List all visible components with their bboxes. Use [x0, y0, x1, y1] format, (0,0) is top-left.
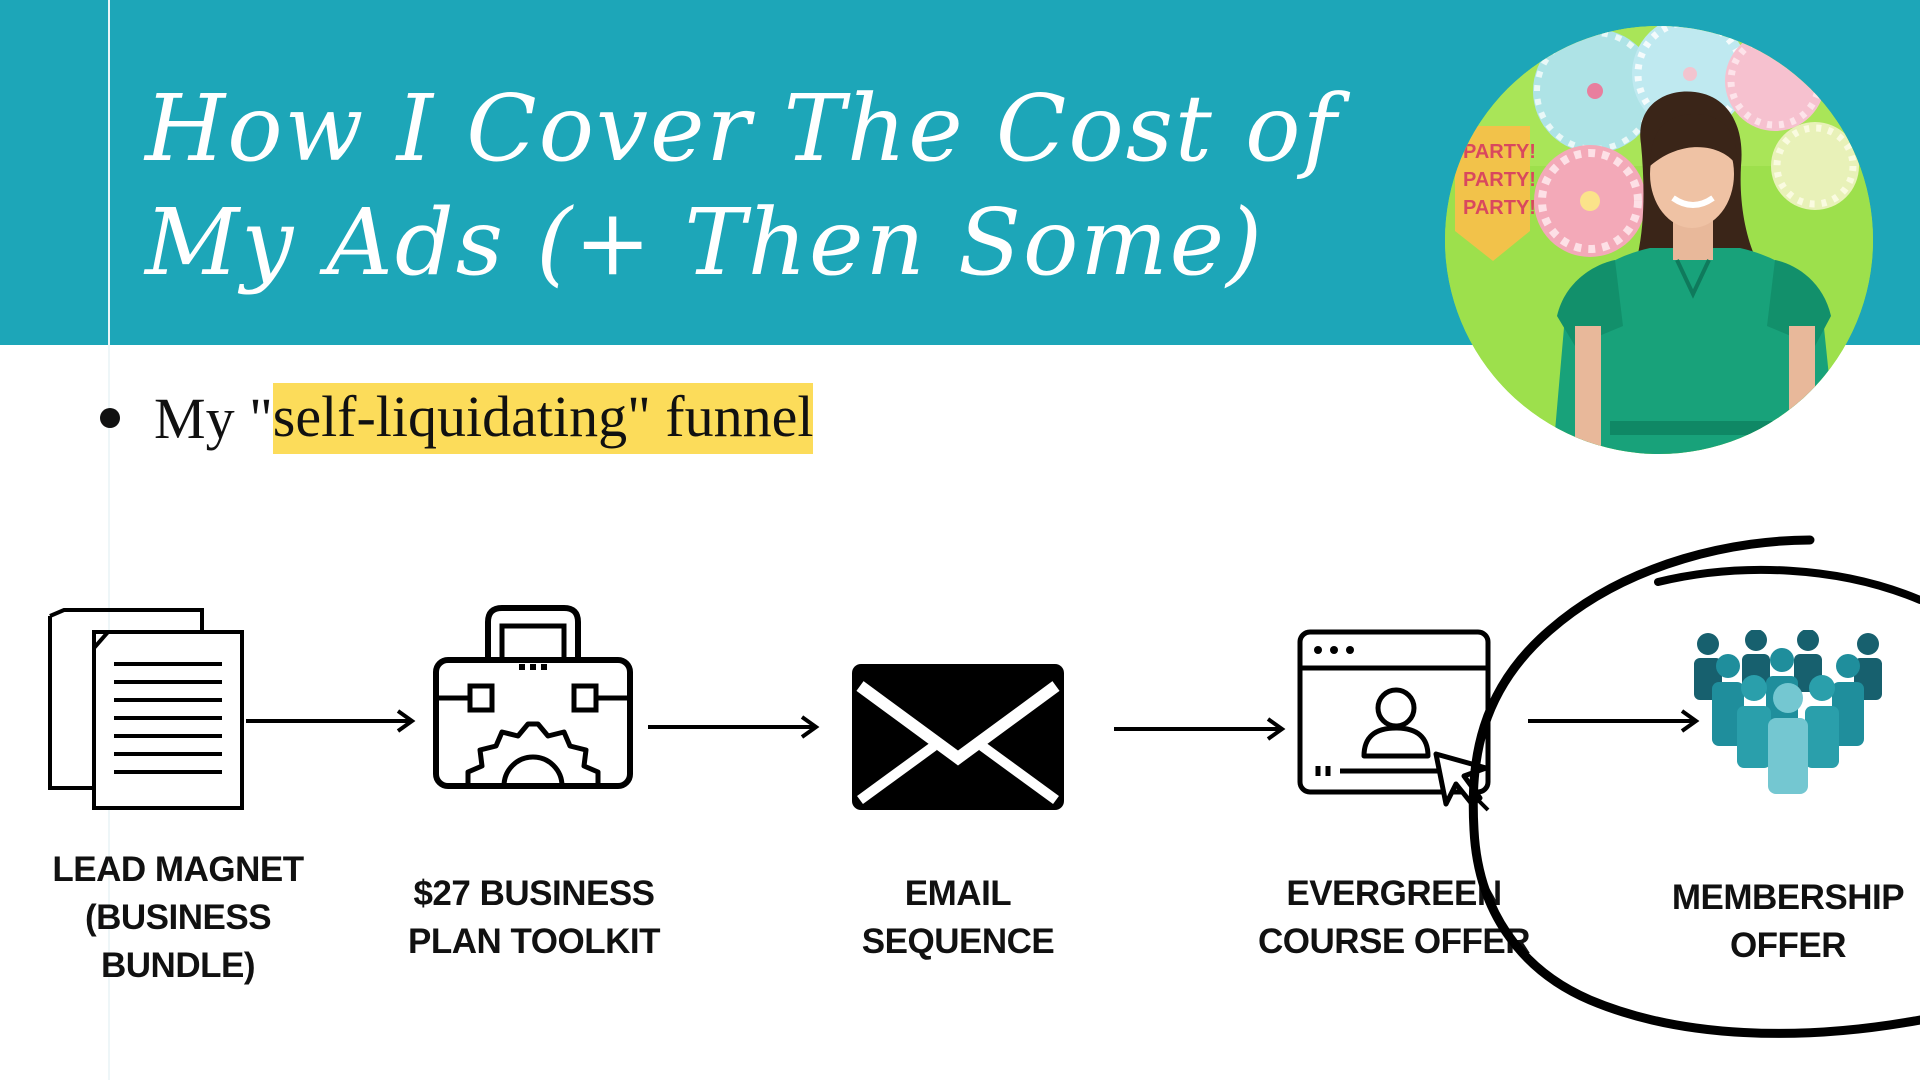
step-3-line-1: EMAIL — [800, 870, 1116, 918]
toolbox-icon — [430, 602, 636, 792]
svg-text:PARTY!: PARTY! — [1463, 141, 1536, 163]
highlighted-phrase: self-liquidating" funnel — [273, 383, 814, 454]
documents-icon — [44, 606, 250, 812]
bullet-text-prefix: My " — [154, 385, 273, 452]
svg-text:PARTY!: PARTY! — [1463, 197, 1536, 219]
bullet-item: My "self-liquidating" funnel — [100, 378, 813, 458]
bullet-dot — [100, 408, 120, 428]
step-label-lead-magnet: LEAD MAGNET (BUSINESS BUNDLE) — [20, 846, 336, 990]
title-line-2: My Ads (+ Then Some) — [145, 186, 1345, 300]
step-label-business-plan-toolkit: $27 BUSINESS PLAN TOOLKIT — [376, 870, 692, 966]
slide-title: How I Cover The Cost of My Ads (+ Then S… — [145, 72, 1345, 300]
step-2-line-1: $27 BUSINESS — [376, 870, 692, 918]
guide-line-top — [108, 0, 110, 345]
step-1-line-3: BUNDLE) — [20, 942, 336, 990]
hand-drawn-circle — [1440, 520, 1920, 1080]
step-3-line-2: SEQUENCE — [800, 918, 1116, 966]
flow-arrow-3 — [1114, 714, 1286, 744]
presenter-photo-illustration: PARTY! PARTY! PARTY! — [1445, 26, 1873, 454]
step-1-line-1: LEAD MAGNET — [20, 846, 336, 894]
title-line-1: How I Cover The Cost of — [145, 72, 1345, 186]
flow-arrow-1 — [246, 706, 416, 736]
presenter-photo: PARTY! PARTY! PARTY! — [1445, 26, 1873, 454]
step-2-line-2: PLAN TOOLKIT — [376, 918, 692, 966]
svg-text:PARTY!: PARTY! — [1463, 169, 1536, 191]
flow-arrow-2 — [648, 712, 820, 742]
step-label-email-sequence: EMAIL SEQUENCE — [800, 870, 1116, 966]
envelope-icon — [852, 664, 1064, 810]
step-1-line-2: (BUSINESS — [20, 894, 336, 942]
